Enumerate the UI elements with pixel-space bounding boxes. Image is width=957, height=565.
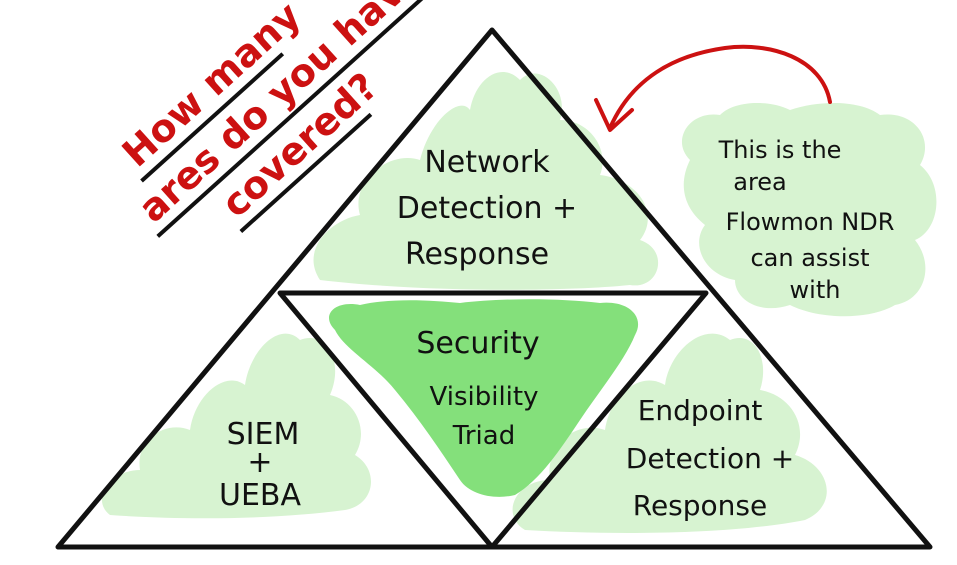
- endpoint-line-1: Endpoint: [638, 394, 763, 427]
- note-line-1: This is the: [718, 136, 842, 164]
- question-underline-1: [140, 52, 285, 183]
- inner-triangle: [277, 290, 709, 550]
- network-line-3: Response: [405, 237, 549, 272]
- note-section: This is the area Flowmon NDR can assist …: [718, 136, 895, 304]
- note-cloud: [681, 103, 937, 317]
- cloud-highlights: [101, 71, 937, 533]
- center-line-2: Visibility: [430, 382, 539, 412]
- siem-cloud: [101, 333, 372, 519]
- endpoint-cloud: [512, 333, 827, 533]
- network-line-1: Network: [424, 145, 550, 180]
- network-line-2: Detection +: [397, 191, 577, 226]
- endpoint-line-2: Detection +: [626, 442, 794, 475]
- question-underline-2: [156, 0, 453, 238]
- note-line-5: with: [790, 276, 841, 304]
- endpoint-section: Endpoint Detection + Response: [626, 394, 794, 522]
- siem-line-1: SIEM: [227, 417, 300, 452]
- siem-line-3: UEBA: [219, 478, 301, 513]
- note-line-4: can assist: [750, 244, 869, 272]
- center-section: Security Visibility Triad: [416, 326, 539, 451]
- center-line-1: Security: [416, 326, 539, 361]
- siem-line-2: +: [247, 445, 272, 480]
- note-line-3: Flowmon NDR: [726, 208, 895, 236]
- center-cloud: [329, 299, 639, 497]
- question-underline-3: [239, 112, 373, 233]
- arrow-head: [594, 98, 634, 132]
- curved-arrow-icon: [594, 44, 832, 132]
- center-line-3: Triad: [452, 421, 515, 451]
- endpoint-line-3: Response: [633, 489, 767, 522]
- siem-section: SIEM + UEBA: [219, 417, 301, 513]
- arrow-curve: [608, 44, 832, 130]
- triangle-outline: [55, 27, 933, 550]
- network-section: Network Detection + Response: [397, 145, 577, 272]
- note-line-2: area: [733, 168, 787, 196]
